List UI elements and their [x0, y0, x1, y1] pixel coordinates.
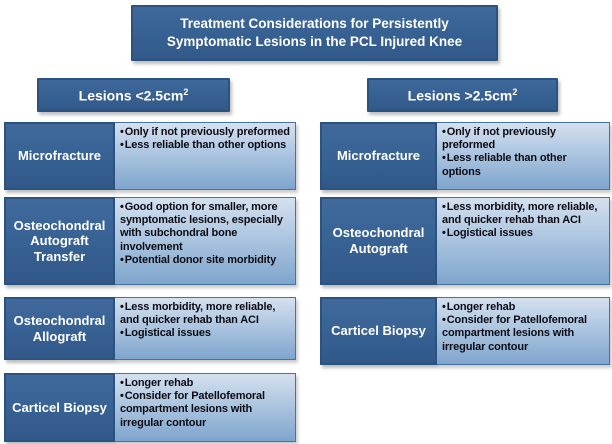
treatment-notes: Longer rehab Consider for Patellofemoral… — [115, 373, 296, 442]
treatment-row-carticel-left: Carticel Biopsy Longer rehab Consider fo… — [4, 373, 296, 442]
column-header-large-lesions: Lesions >2.5cm2 — [367, 78, 558, 112]
bullet-item: Logistical issues — [442, 227, 607, 240]
column-header-label: Lesions >2.5cm2 — [408, 87, 518, 104]
bullet-item: Longer rehab — [120, 377, 293, 390]
treatment-row-microfracture-right: Microfracture Only if not previously pre… — [320, 122, 610, 190]
bullet-item: Consider for Patellofemoral compartment … — [442, 314, 607, 354]
bullet-list: Only if not previously preformed Less re… — [442, 126, 607, 179]
treatment-notes: Only if not previously preformed Less re… — [115, 122, 296, 190]
treatment-label: Microfracture — [320, 122, 437, 190]
bullet-list: Less morbidity, more reliable, and quick… — [442, 201, 607, 241]
header-superscript: 2 — [512, 86, 518, 97]
bullet-item: Logistical issues — [120, 327, 293, 340]
treatment-row-allograft-left: Osteochondral Allograft Less morbidity, … — [4, 297, 296, 360]
treatment-label: Microfracture — [4, 122, 115, 190]
bullet-item: Good option for smaller, more symptomati… — [120, 201, 293, 254]
header-text: Lesions >2.5cm — [407, 87, 513, 104]
bullet-list: Only if not previously preformed Less re… — [120, 126, 293, 152]
bullet-item: Less morbidity, more reliable, and quick… — [442, 201, 607, 227]
treatment-notes: Less morbidity, more reliable, and quick… — [437, 197, 610, 285]
diagram-title-text: Treatment Considerations for Persistentl… — [166, 16, 463, 49]
treatment-label: Carticel Biopsy — [4, 373, 115, 442]
column-header-small-lesions: Lesions <2.5cm2 — [37, 78, 230, 112]
treatment-notes: Less morbidity, more reliable, and quick… — [115, 297, 296, 360]
bullet-item: Longer rehab — [442, 301, 607, 314]
treatment-notes: Longer rehab Consider for Patellofemoral… — [437, 297, 610, 365]
header-text: Lesions <2.5cm — [78, 87, 184, 104]
bullet-item: Less reliable than other options — [442, 152, 607, 178]
bullet-item: Potential donor site morbidity — [120, 254, 293, 267]
header-superscript: 2 — [183, 86, 189, 97]
bullet-item: Only if not previously preformed — [120, 126, 293, 139]
treatment-notes: Good option for smaller, more symptomati… — [115, 197, 296, 285]
bullet-item: Consider for Patellofemoral compartment … — [120, 390, 293, 430]
treatment-label: Osteochondral Autograft Transfer — [4, 197, 115, 285]
treatment-row-autograft-right: Osteochondral Autograft Less morbidity, … — [320, 197, 610, 285]
treatment-label: Osteochondral Allograft — [4, 297, 115, 360]
column-header-label: Lesions <2.5cm2 — [79, 87, 189, 104]
bullet-list: Longer rehab Consider for Patellofemoral… — [442, 301, 607, 354]
bullet-item: Less reliable than other options — [120, 139, 293, 152]
treatment-row-carticel-right: Carticel Biopsy Longer rehab Consider fo… — [320, 297, 610, 365]
bullet-item: Only if not previously preformed — [442, 126, 607, 152]
treatment-label: Carticel Biopsy — [320, 297, 437, 365]
bullet-item: Less morbidity, more reliable, and quick… — [120, 301, 293, 327]
treatment-row-microfracture-left: Microfracture Only if not previously pre… — [4, 122, 296, 190]
bullet-list: Longer rehab Consider for Patellofemoral… — [120, 377, 293, 430]
treatment-row-oat-left: Osteochondral Autograft Transfer Good op… — [4, 197, 296, 285]
bullet-list: Good option for smaller, more symptomati… — [120, 201, 293, 267]
bullet-list: Less morbidity, more reliable, and quick… — [120, 301, 293, 341]
diagram-title: Treatment Considerations for Persistentl… — [131, 5, 498, 61]
treatment-notes: Only if not previously preformed Less re… — [437, 122, 610, 190]
treatment-label: Osteochondral Autograft — [320, 197, 437, 285]
